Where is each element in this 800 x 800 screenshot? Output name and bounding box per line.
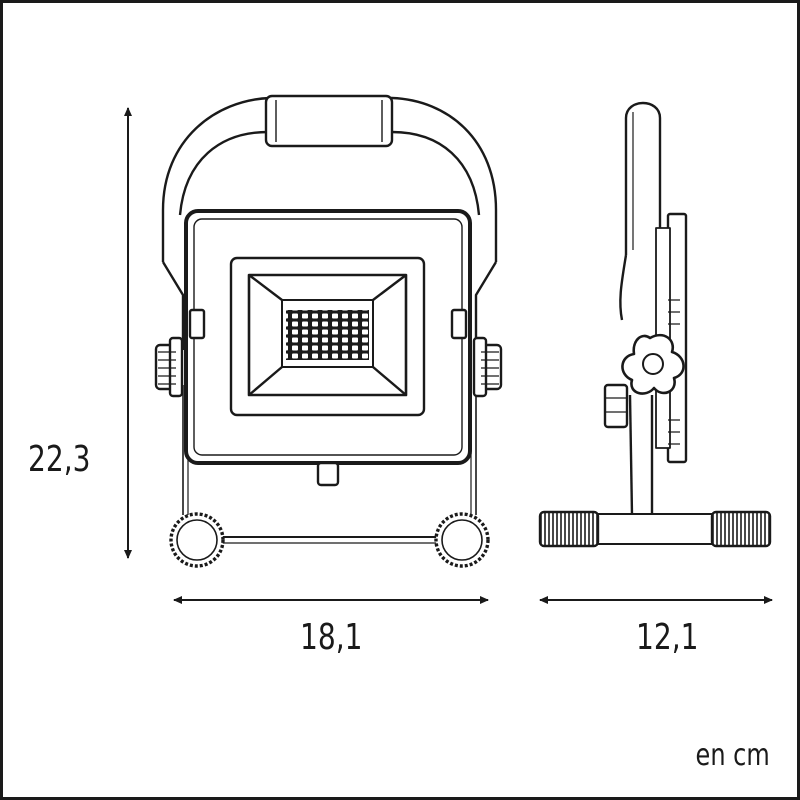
width-dimension-label: 18,1 — [300, 617, 363, 658]
unit-label: en cm — [695, 738, 770, 773]
left-end-cap-icon — [538, 510, 600, 548]
left-foot-icon — [169, 512, 225, 568]
depth-dimension-label: 12,1 — [636, 617, 699, 658]
right-foot-icon — [434, 512, 490, 568]
left-knob-icon — [154, 336, 184, 398]
height-dimension-label: 22,3 — [28, 439, 91, 480]
led-array-icon — [286, 310, 369, 360]
floodlight-front-view — [154, 94, 503, 568]
right-end-cap-icon — [710, 510, 772, 548]
floodlight-side-view — [538, 101, 772, 548]
right-knob-icon — [472, 336, 503, 398]
